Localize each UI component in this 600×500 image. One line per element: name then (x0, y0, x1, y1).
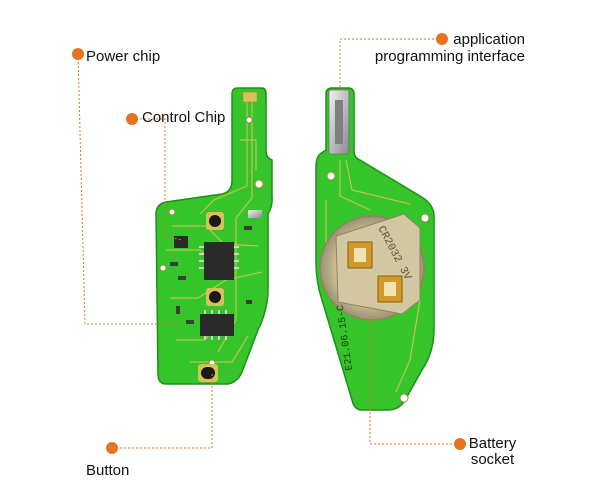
via (420, 213, 430, 223)
callout-dot-battery-socket (454, 438, 466, 450)
via (159, 264, 167, 272)
via (245, 116, 253, 124)
button-label: Button (86, 462, 130, 479)
app-interface-label-line1: application (453, 31, 525, 48)
connector-slot (335, 100, 343, 144)
battery-socket-label: Battery socket (465, 436, 520, 468)
callout-dot-button (106, 442, 118, 454)
tactile-switch (206, 212, 224, 230)
callout-dot-app-interface (436, 33, 448, 45)
tactile-switch (206, 288, 224, 306)
callout-dot-control-chip (126, 113, 138, 125)
app-interface-label: application programming interface (360, 31, 525, 65)
crystal (248, 210, 262, 218)
battery-holder (319, 213, 425, 321)
via (254, 179, 264, 189)
secondary-chip (200, 310, 234, 340)
leader-control-chip (132, 118, 183, 241)
control-chip (199, 242, 239, 280)
passive-components (170, 226, 252, 324)
callout-dots (72, 33, 466, 454)
callout-dot-power-chip (72, 48, 84, 60)
pcb-back: CR2032 3V E21.06.15-C (315, 87, 435, 411)
via (168, 208, 176, 216)
battery-socket-label-line2: socket (470, 451, 515, 468)
connector-pads (242, 91, 258, 103)
battery-socket-label-line1: Battery (468, 435, 517, 452)
leader-battery-socket (369, 316, 460, 445)
power-chip-label: Power chip (86, 48, 161, 65)
app-interface-label-line2: programming interface (374, 48, 525, 65)
leader-app-interface (339, 38, 442, 90)
leader-lines (77, 38, 460, 449)
via (399, 393, 409, 403)
pcb-front-outline (155, 87, 273, 385)
power-chip (174, 236, 188, 248)
pcb-front (155, 87, 273, 385)
control-chip-label: Control Chip (142, 109, 226, 126)
button-switch (198, 364, 218, 382)
leader-button (112, 372, 213, 449)
via (326, 171, 336, 181)
